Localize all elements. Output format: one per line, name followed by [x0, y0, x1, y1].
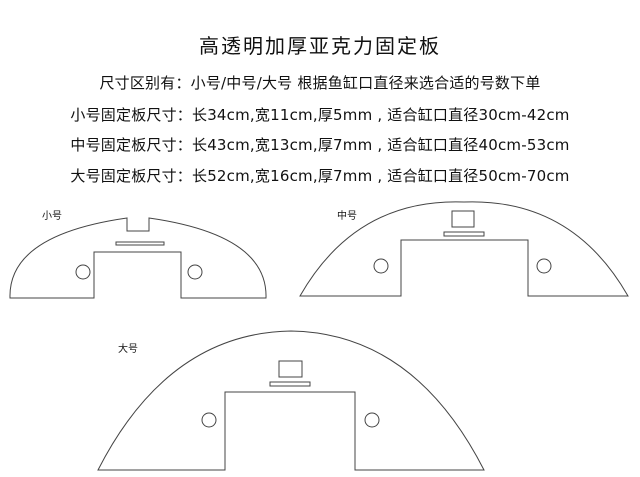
large-plate-hole-left: [201, 412, 217, 428]
medium-plate-mark: [443, 231, 485, 237]
size-intro-line: 尺寸区别有：小号/中号/大号 根据鱼缸口直径来选合适的号数下单: [99, 74, 541, 92]
medium-plate-outline: [299, 201, 629, 297]
large-plate-tab: [278, 360, 303, 378]
small-plate-hole-right: [187, 264, 203, 280]
medium-size-spec: 中号固定板尺寸：长43cm,宽13cm,厚7mm , 适合缸口直径40cm-53…: [70, 136, 570, 154]
large-plate-label: 大号: [118, 344, 138, 355]
medium-plate-diagram: [299, 201, 629, 297]
large-plate-outline: [97, 330, 485, 471]
medium-plate-hole-right: [536, 258, 552, 274]
large-plate-hole-right: [364, 412, 380, 428]
small-size-spec: 小号固定板尺寸：长34cm,宽11cm,厚5mm , 适合缸口直径30cm-42…: [70, 106, 570, 124]
small-plate-outline: [9, 217, 267, 299]
small-plate-hole-left: [75, 264, 91, 280]
small-plate-mark: [115, 241, 165, 246]
medium-plate-tab: [451, 210, 475, 228]
small-plate-label: 小号: [42, 211, 62, 222]
large-plate-mark: [269, 381, 311, 387]
small-plate-diagram: [9, 217, 267, 299]
large-size-spec: 大号固定板尺寸：长52cm,宽16cm,厚7mm , 适合缸口直径50cm-70…: [70, 167, 570, 185]
page-title: 高透明加厚亚克力固定板: [199, 34, 441, 58]
large-plate-diagram: [97, 330, 485, 471]
medium-plate-hole-left: [373, 258, 389, 274]
medium-plate-label: 中号: [337, 211, 357, 222]
